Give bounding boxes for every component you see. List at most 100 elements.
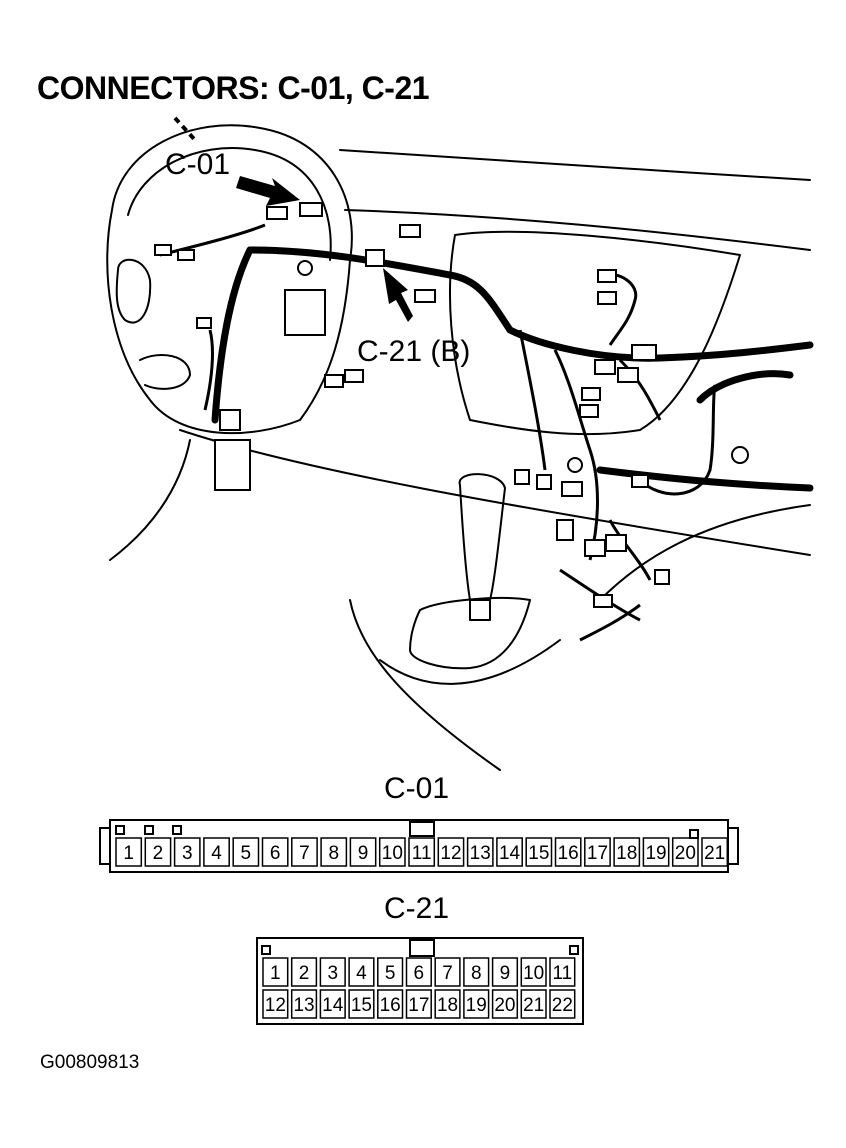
c01-pin-cell (437, 837, 465, 867)
connector-block (399, 224, 421, 238)
c21-pin-number: 17 (408, 994, 430, 1016)
c21-pin-number: 13 (293, 994, 315, 1016)
c21-pin-cell (491, 957, 519, 987)
connector-block (514, 469, 530, 485)
c21-pin-cell (549, 957, 576, 987)
c21-pin-cell (549, 989, 576, 1019)
c21-pin-number: 20 (494, 994, 516, 1016)
connector-block (219, 409, 241, 431)
c21-pin-number: 1 (270, 962, 281, 984)
c21-pin-cell (463, 989, 490, 1019)
c21-pin-cell (520, 989, 547, 1019)
diagram-title: CONNECTORS: C-01, C-21 (37, 70, 430, 106)
c01-pin-cell (613, 837, 641, 867)
c21-pin-cell (463, 957, 490, 987)
connector-block (266, 206, 288, 220)
ground-point (567, 457, 583, 473)
c01-pin-number: 15 (528, 842, 550, 864)
c01-pin-cell (554, 837, 582, 867)
dashboard-wiring-illustration (106, 116, 814, 771)
c21-pin-number: 12 (264, 994, 286, 1016)
c01-pin-number: 11 (411, 842, 432, 864)
c01-pin-cell (291, 837, 318, 867)
relay-box (284, 289, 326, 336)
c01-pin-number: 10 (381, 842, 403, 864)
dashboard-edge (339, 149, 811, 181)
c01-pin-cell (671, 837, 699, 867)
connector-block (631, 344, 657, 361)
c01-pin-cell (349, 837, 377, 867)
connector-block (556, 519, 574, 541)
c01-connector-label: C-01 (384, 772, 450, 805)
c01-pin-number: 20 (674, 842, 696, 864)
c21-pin-cell (434, 957, 461, 987)
connector-block (344, 369, 364, 383)
steering-wheel (106, 124, 353, 435)
c01-pin-number: 19 (645, 842, 667, 864)
c21-pin-cell (377, 989, 404, 1019)
ground-point (297, 260, 313, 276)
connector-block (196, 317, 212, 329)
connector-block (579, 404, 599, 418)
c01-pin-number: 1 (123, 842, 134, 864)
c21-pin-cell (434, 989, 461, 1019)
c01-pin-cell (408, 837, 436, 867)
c01-pin-cell (701, 837, 729, 867)
c21-pin-number: 5 (384, 962, 396, 984)
connector-block (605, 534, 627, 552)
c21-pin-number: 19 (465, 994, 487, 1016)
c21-pin-number: 15 (350, 994, 372, 1016)
connector-block (593, 594, 613, 608)
c21-pin-number: 8 (470, 962, 482, 984)
c01-pin-cell (496, 837, 523, 867)
c01-pin-number: 9 (357, 842, 369, 864)
c01-pin-number: 18 (616, 842, 638, 864)
c21-pin-number: 6 (413, 962, 425, 984)
connector-block (631, 474, 649, 488)
glovebox-panel (449, 230, 741, 436)
c21-pin-number: 11 (552, 962, 573, 984)
c21-pin-cell (262, 957, 289, 987)
c01-pin-number: 13 (469, 842, 491, 864)
c01-pin-number: 5 (240, 842, 252, 864)
connector-block (617, 367, 639, 383)
c01-pin-cell (144, 837, 172, 867)
figure-id: G00809813 (40, 1052, 140, 1073)
c21-pin-number: 2 (298, 962, 310, 984)
c01-pin-number: 7 (299, 842, 310, 864)
c21-pin-number: 4 (356, 962, 367, 984)
c21-connector-label: C-21 (384, 892, 450, 925)
c21-arrow-icon (383, 268, 413, 322)
c01-pin-cell (232, 837, 260, 867)
c21-pin-cell (290, 957, 318, 987)
c01-pin-number: 16 (557, 842, 579, 864)
c21-pin-cell (290, 989, 318, 1019)
c01-callout: C-01 (165, 148, 231, 181)
c01-pin-cell (261, 837, 289, 867)
c01-pin-number: 3 (181, 842, 193, 864)
c21-pin-number: 10 (523, 962, 545, 984)
gear-shifter (458, 473, 506, 601)
c01-pin-number: 21 (704, 842, 726, 864)
c01-pin-cell (115, 837, 143, 867)
c21-pin-cell (319, 957, 346, 987)
connector-block (594, 359, 616, 375)
c21-pin-number: 16 (379, 994, 401, 1016)
connector-block (654, 569, 670, 585)
c21-pin-number: 14 (322, 994, 344, 1016)
c21-pin-number: 3 (327, 962, 339, 984)
fuse-block (214, 439, 251, 491)
ground-point (731, 446, 749, 464)
c01-pin-number: 14 (498, 842, 521, 864)
c01-pin-number: 6 (269, 842, 281, 864)
c01-pin-cell (203, 837, 230, 867)
c01-pin-number: 12 (440, 842, 462, 864)
c01-pin-number: 8 (328, 842, 340, 864)
left-vent (115, 258, 152, 324)
c01-pin-cell (173, 837, 201, 867)
c01-pin-cell (320, 837, 348, 867)
c01-pin-number: 17 (586, 842, 609, 864)
c01-pin-cell (642, 837, 670, 867)
c21-pin-cell (319, 989, 346, 1019)
